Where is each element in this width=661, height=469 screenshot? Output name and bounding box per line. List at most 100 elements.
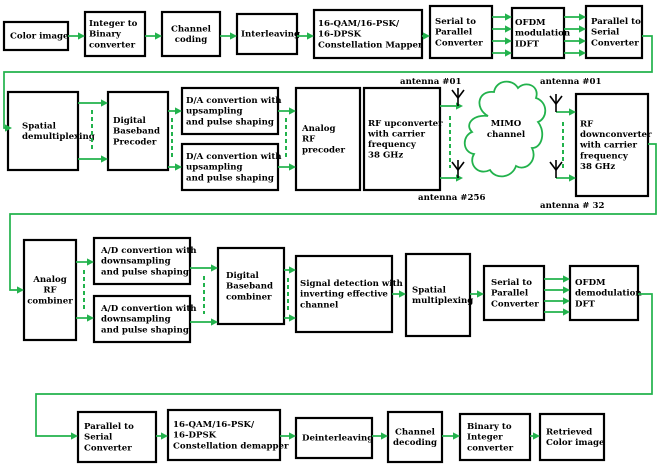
block-label-line: Analog bbox=[32, 275, 67, 285]
arrowhead bbox=[155, 32, 162, 40]
block-label-line: multiplexing bbox=[412, 296, 473, 306]
block-label-line: RF bbox=[580, 120, 593, 130]
block-label-line: Constellation demapper bbox=[173, 441, 289, 451]
block-label-line: Constellation Mapper bbox=[318, 40, 423, 50]
block-label-line: combiner bbox=[27, 296, 73, 306]
flow-arrows bbox=[3, 16, 657, 437]
mimo-channel-label-line2: channel bbox=[487, 130, 526, 140]
block-label-line: Deinterleaving bbox=[302, 434, 373, 444]
arrowhead bbox=[579, 25, 586, 33]
block-label-line: Channel bbox=[171, 24, 212, 34]
block-label-line: coding bbox=[175, 35, 208, 45]
arrowhead bbox=[563, 297, 570, 305]
block-label-line: Retrieved bbox=[546, 427, 592, 437]
block-label-line: with carrier bbox=[367, 129, 425, 139]
block-label-line: Serial to bbox=[435, 17, 476, 27]
arrowhead bbox=[381, 432, 388, 440]
block-label-line: Analog bbox=[301, 124, 336, 134]
block-label-line: Interleaving bbox=[241, 30, 300, 40]
block-label-line: DFT bbox=[575, 299, 596, 309]
block-label-line: OFDM bbox=[515, 18, 546, 28]
mimo-channel-label-line1: MIMO bbox=[491, 119, 522, 129]
block-label-line: downsampling bbox=[101, 257, 171, 267]
block-deinterleaving: Deinterleaving bbox=[294, 416, 373, 460]
block-label-line: RF bbox=[302, 135, 315, 145]
arrowhead bbox=[175, 163, 182, 171]
arrowhead bbox=[579, 37, 586, 45]
block-label-line: Serial to bbox=[491, 278, 532, 288]
arrowhead bbox=[71, 432, 78, 440]
block-label-line: 16-DPSK bbox=[173, 431, 217, 441]
arrowhead bbox=[5, 124, 12, 132]
wrap-connector bbox=[35, 293, 653, 437]
block-label-line: D/A convertion with bbox=[186, 96, 282, 106]
arrowhead bbox=[211, 318, 218, 326]
arrowhead bbox=[563, 308, 570, 316]
block-label-line: 38 GHz bbox=[368, 151, 403, 161]
arrowhead bbox=[87, 314, 94, 322]
block-label-line: Parallel bbox=[435, 28, 473, 38]
block-label-line: Channel bbox=[395, 427, 436, 437]
block-color-image: Color image bbox=[2, 20, 70, 52]
block-label-line: channel bbox=[300, 300, 339, 310]
block-label-line: upsampling bbox=[186, 163, 243, 173]
block-label-line: downconverter bbox=[580, 130, 652, 140]
block-label-line: Precoder bbox=[113, 137, 157, 147]
antenna-label-rx-bottom: antenna # 32 bbox=[540, 201, 604, 211]
block-label-line: Binary to bbox=[467, 422, 512, 432]
wrap-connector bbox=[9, 143, 657, 291]
block-label-line: Serial bbox=[84, 433, 113, 443]
block-label-line: demodulation bbox=[575, 289, 642, 299]
block-label-line: upsampling bbox=[186, 107, 243, 117]
block-label-line: 16-QAM/16-PSK/ bbox=[173, 420, 255, 430]
block-label-line: Parallel to bbox=[591, 17, 641, 27]
block-label-line: RF upconverter bbox=[368, 119, 443, 129]
block-label-line: D/A convertion with bbox=[186, 152, 282, 162]
arrowhead bbox=[289, 314, 296, 322]
block-label-line: and pulse shaping bbox=[101, 267, 189, 277]
arrowhead bbox=[533, 432, 540, 440]
block-label-line: Parallel bbox=[491, 289, 529, 299]
block-label-line: Spatial bbox=[412, 285, 447, 295]
block-label-line: 38 GHz bbox=[580, 162, 615, 172]
block-label-line: frequency bbox=[580, 151, 629, 161]
block-label-line: demultiplexing bbox=[22, 132, 95, 142]
block-label-line: and pulse shaping bbox=[186, 173, 274, 183]
arrowhead bbox=[579, 13, 586, 21]
block-label-line: 16-QAM/16-PSK/ bbox=[318, 19, 400, 29]
block-label-line: converter bbox=[467, 443, 514, 453]
arrowhead bbox=[289, 432, 296, 440]
block-label-line: precoder bbox=[302, 145, 345, 155]
block-label-line: inverting effective bbox=[300, 290, 388, 300]
block-label-line: Baseband bbox=[226, 282, 273, 292]
block-label-line: Parallel to bbox=[84, 422, 134, 432]
block-label-line: OFDM bbox=[575, 278, 606, 288]
block-label-line: downsampling bbox=[101, 315, 171, 325]
block-label-line: and pulse shaping bbox=[186, 117, 274, 127]
block-label-line: and pulse shaping bbox=[101, 325, 189, 335]
antenna-label-tx-bottom: antenna #256 bbox=[418, 193, 485, 203]
block-label-line: modulation bbox=[515, 29, 571, 39]
block-label-line: combiner bbox=[226, 292, 272, 302]
antenna-label-tx-top: antenna #01 bbox=[400, 77, 461, 87]
arrowhead bbox=[456, 174, 463, 182]
antenna-icon bbox=[549, 160, 563, 178]
block-label-line: Baseband bbox=[113, 127, 160, 137]
arrowhead bbox=[230, 32, 237, 40]
antenna-icon bbox=[451, 160, 465, 178]
